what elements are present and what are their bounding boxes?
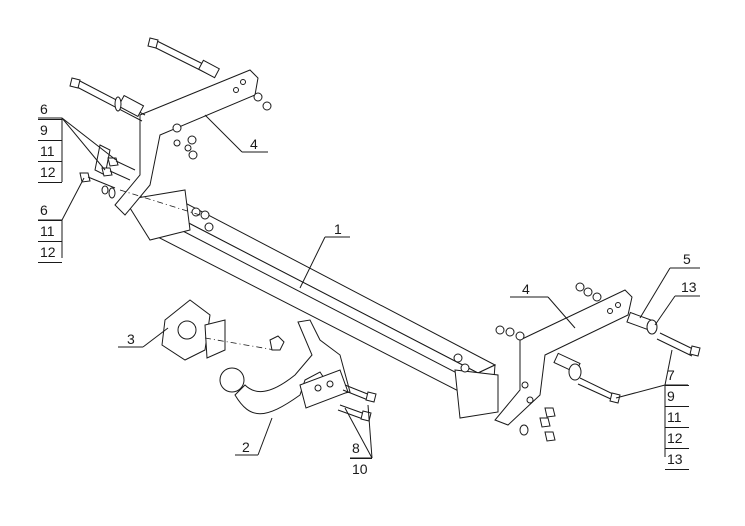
callout-11: 11	[38, 221, 62, 242]
callout-6: 6	[38, 200, 62, 221]
callout-tow-ball: 2	[242, 439, 250, 455]
callout-11: 11	[665, 407, 689, 428]
callout-9: 9	[665, 386, 689, 407]
callout-stack-right: 7 9 11 12 13	[665, 365, 689, 470]
crossbar-part-1	[124, 189, 499, 419]
callout-7: 7	[665, 365, 689, 386]
callout-stack-upper-left: 6 9 11 12	[38, 99, 62, 183]
callout-13: 13	[665, 449, 689, 470]
callout-8: 8	[350, 438, 372, 459]
callout-washer: 13	[681, 279, 697, 295]
callout-stack-bolts: 8 10	[350, 438, 372, 479]
callout-socket-plate: 3	[127, 331, 135, 347]
callout-6: 6	[38, 99, 62, 120]
callout-10: 10	[352, 461, 368, 477]
callout-12: 12	[38, 162, 62, 183]
callout-spacer: 5	[683, 251, 691, 267]
socket-plate-part-3	[161, 299, 285, 361]
callout-12: 12	[665, 428, 689, 449]
callout-right-bracket: 4	[522, 281, 530, 297]
callout-9: 9	[38, 120, 62, 141]
right-bracket-part-4	[453, 282, 701, 442]
leader-lines	[38, 114, 700, 459]
callout-stack-lower-left: 6 11 12	[38, 200, 62, 263]
callout-11: 11	[38, 141, 62, 162]
callout-12: 12	[38, 242, 62, 263]
callout-crossbar: 1	[334, 221, 342, 237]
callout-left-bracket: 4	[250, 136, 258, 152]
